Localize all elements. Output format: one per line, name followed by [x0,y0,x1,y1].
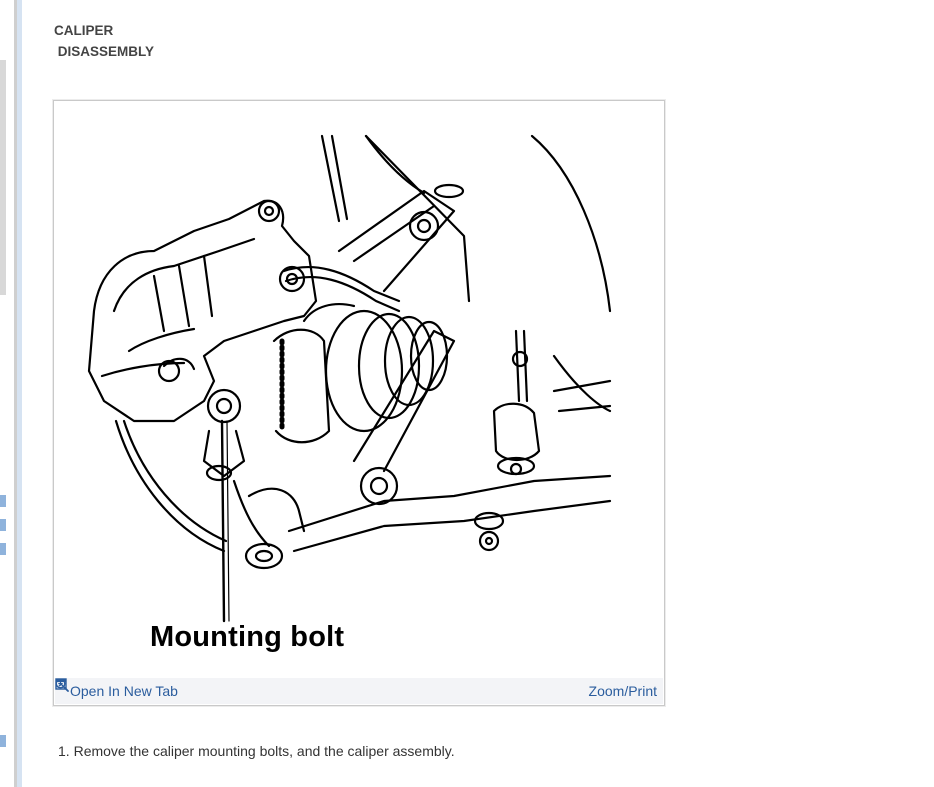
edge-marker [0,735,6,747]
step-number: 1. [58,743,70,759]
figure-frame: Mounting bolt Open In New Tab Zoom/Prin [53,100,665,706]
zoom-print-label: Zoom/Print [588,683,657,699]
open-in-new-tab-label: Open In New Tab [70,683,178,699]
figure-toolbar: Open In New Tab Zoom/Print [55,678,663,704]
caliper-diagram [87,134,612,623]
edge-marker [0,543,6,555]
open-in-new-tab-link[interactable]: Open In New Tab [55,678,178,699]
scrollbar-thumb[interactable] [0,60,6,295]
zoom-print-link[interactable]: Zoom/Print [55,678,657,699]
section-title: CALIPER DISASSEMBLY [54,20,154,62]
section-title-line1: CALIPER [54,23,114,38]
window-edge-highlight [17,0,22,787]
window-edge-divider [14,0,17,787]
step-list: 1. Remove the caliper mounting bolts, an… [58,743,455,759]
callout-label: Mounting bolt [150,621,345,653]
edge-marker [0,519,6,531]
section-title-line2: DISASSEMBLY [54,44,155,59]
edge-marker [0,495,6,507]
step-text: Remove the caliper mounting bolts, and t… [73,743,455,759]
